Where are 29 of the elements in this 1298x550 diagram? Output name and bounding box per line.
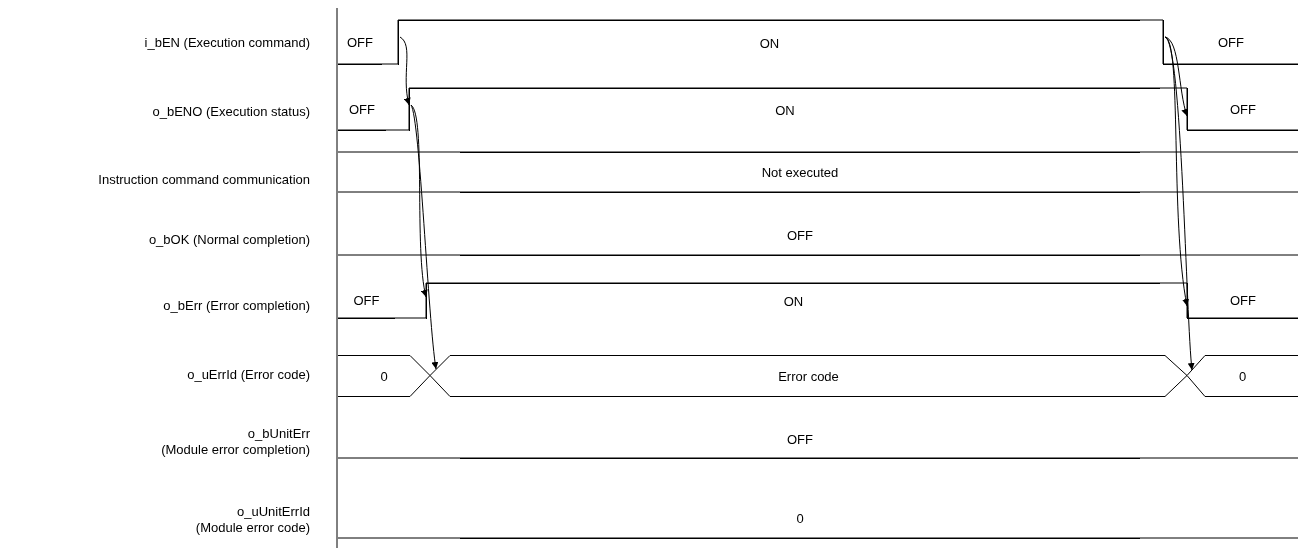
bus-value: Error code (430, 355, 1187, 397)
signal-name: o_bErr (Error completion) (163, 298, 310, 314)
signal-name: o_bENO (Execution status) (152, 104, 310, 120)
signal-state: OFF (338, 88, 386, 131)
signal-name: o_uErrId (Error code) (187, 367, 310, 383)
signal-state: ON (409, 88, 1160, 131)
signal-state: Not executed (460, 152, 1140, 193)
signal-name: o_uUnitErrId (Module error code) (195, 504, 310, 536)
signal-state: OFF (1187, 283, 1298, 319)
signal-state: ON (398, 20, 1140, 65)
signal-state: OFF (338, 283, 395, 319)
signal-name: i_bEN (Execution command) (144, 35, 310, 51)
signal-name: Instruction command communication (98, 172, 310, 188)
signal-state: OFF (460, 420, 1140, 459)
signal-state: OFF (338, 20, 382, 65)
arrow (1164, 36, 1190, 307)
arrow (410, 104, 429, 298)
signal-name: o_bOK (Normal completion) (148, 232, 310, 248)
signal-state: 0 (460, 498, 1140, 539)
signal-name: o_bUnitErr (Module error completion) (161, 426, 310, 458)
arrow (399, 36, 411, 106)
signal-state: ON (426, 283, 1160, 319)
arrow (410, 104, 439, 370)
arrow (1164, 36, 1195, 371)
bus-value: 0 (338, 355, 430, 397)
signal-state: OFF (460, 215, 1140, 256)
signal-state: OFF (1163, 20, 1298, 65)
signal-state: OFF (1187, 88, 1298, 131)
bus-value: 0 (1187, 355, 1298, 397)
